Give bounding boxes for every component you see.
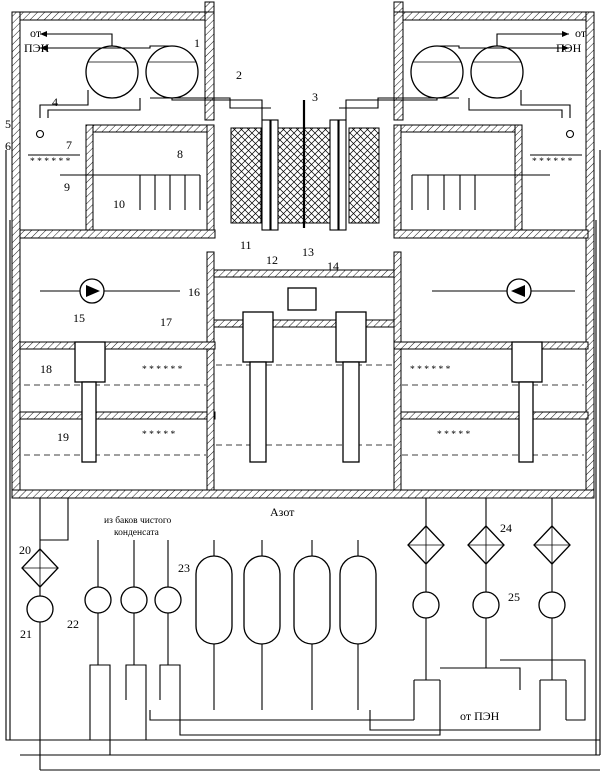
pools: * * * * * * * * * * * * * * * * * * * * … — [24, 287, 584, 463]
callout-19: 19 — [57, 430, 69, 444]
svg-text:* * * * *: * * * * * — [437, 430, 471, 440]
callout-24: 24 — [500, 521, 512, 535]
steam-generators — [39, 31, 571, 120]
callout-17: 17 — [160, 315, 172, 329]
callout-11: 11 — [240, 238, 252, 252]
heat-exchangers — [21, 525, 571, 588]
from-pen-right-1: от — [575, 26, 587, 40]
pumps-bottom — [26, 586, 566, 623]
callout-18: 18 — [40, 362, 52, 376]
callout-25: 25 — [508, 590, 520, 604]
callout-16: 16 — [188, 285, 200, 299]
callout-5: 5 — [5, 117, 11, 131]
svg-text:* * * * *: * * * * * — [142, 430, 176, 440]
callout-numbers: 1 2 3 4 5 6 7 8 9 10 11 12 13 14 15 16 1… — [5, 36, 520, 641]
callout-10: 10 — [113, 197, 125, 211]
from-pen-left-2: ПЭН — [24, 41, 50, 55]
side-risers — [5, 150, 601, 755]
valve-manifold-top — [60, 174, 550, 210]
collectors: * * * * * * * * * * * * — [28, 129, 582, 167]
svg-text:* * * * * *: * * * * * * — [532, 157, 573, 167]
callout-13: 13 — [302, 245, 314, 259]
reactor-core — [230, 100, 380, 231]
callout-2: 2 — [236, 68, 242, 82]
from-pen-left-1: от — [30, 26, 42, 40]
callout-20: 20 — [19, 543, 31, 557]
callout-14: 14 — [327, 259, 339, 273]
callout-3: 3 — [312, 90, 318, 104]
labels: от ПЭН от ПЭН от ПЭН Азот из баков чисто… — [24, 26, 587, 723]
callout-6: 6 — [5, 139, 11, 153]
pumps-mid — [40, 278, 575, 304]
svg-text:* * * * * *: * * * * * * — [30, 157, 71, 167]
callout-15: 15 — [73, 311, 85, 325]
from-pen-bottom: от ПЭН — [460, 709, 500, 723]
callout-23: 23 — [178, 561, 190, 575]
callout-21: 21 — [20, 627, 32, 641]
svg-text:* * * * * *: * * * * * * — [142, 365, 183, 375]
nitrogen-tanks — [195, 540, 377, 710]
nitrogen-label: Азот — [270, 505, 295, 519]
callout-7: 7 — [66, 138, 72, 152]
callout-8: 8 — [177, 147, 183, 161]
callout-22: 22 — [67, 617, 79, 631]
clean-condensate-1: из баков чистого — [104, 515, 172, 526]
from-pen-right-2: ПЭН — [556, 41, 582, 55]
svg-text:* * * * * *: * * * * * * — [410, 365, 451, 375]
callout-12: 12 — [266, 253, 278, 267]
clean-condensate-2: конденсата — [114, 528, 160, 538]
callout-9: 9 — [64, 180, 70, 194]
callout-4: 4 — [52, 95, 58, 109]
piping-bottom — [20, 498, 600, 771]
callout-1: 1 — [194, 36, 200, 50]
containment-walls — [11, 1, 595, 499]
